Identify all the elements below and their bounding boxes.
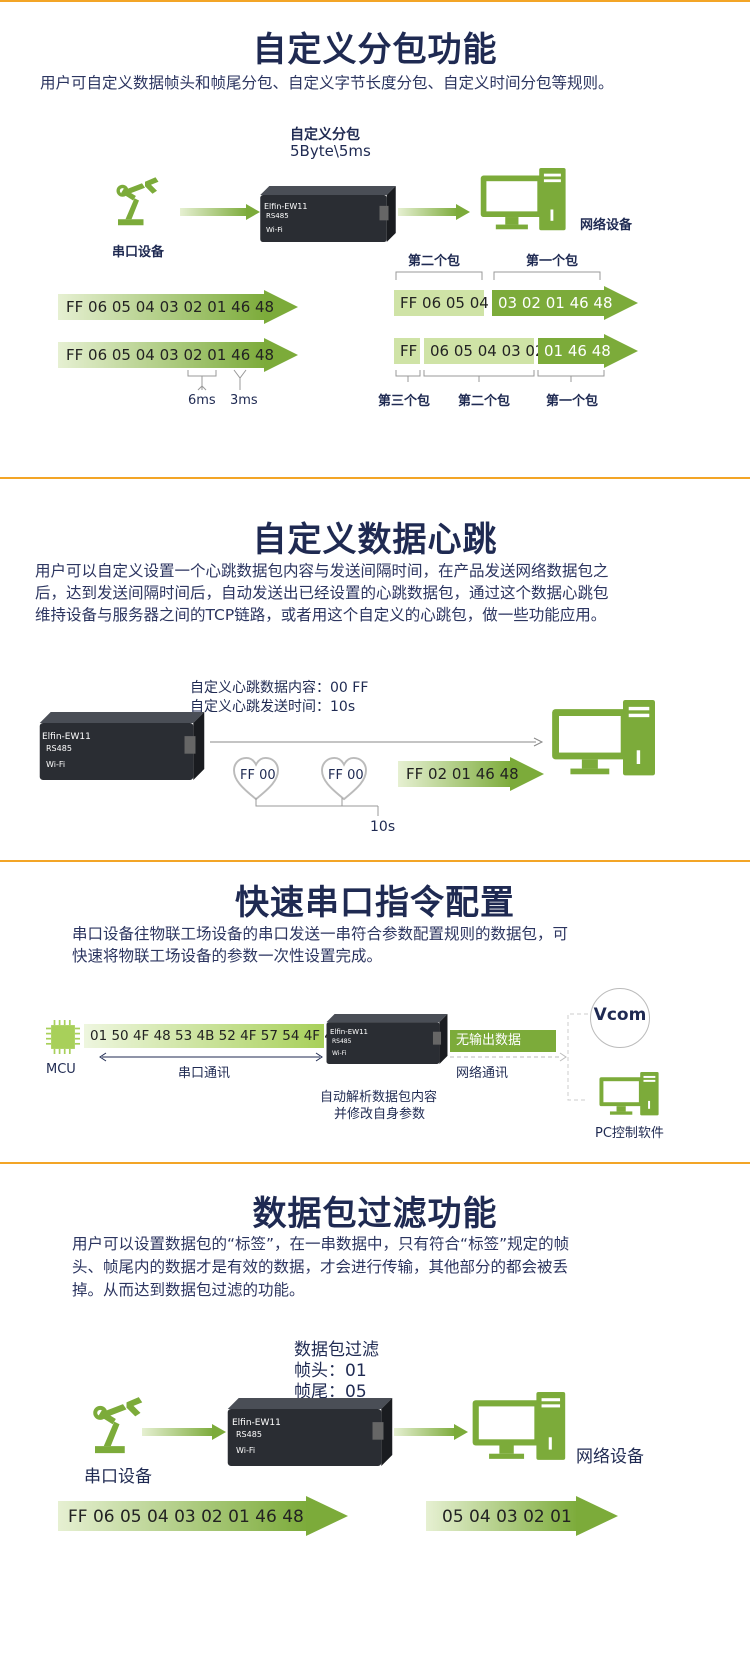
mcu-label: MCU bbox=[46, 1062, 76, 1077]
row1-packet2-label: 第二个包 bbox=[408, 254, 461, 269]
heart-2-text: FF 00 bbox=[328, 768, 364, 783]
device-wifi: Wi-Fi bbox=[332, 1050, 347, 1057]
device-model: Elfin-EW11 bbox=[330, 1028, 368, 1036]
server-computer-icon bbox=[552, 700, 655, 776]
section4-desc-3: 掉。从而达到数据包过滤的功能。 bbox=[72, 1281, 305, 1299]
auto-parse-label-2: 并修改自身参数 bbox=[334, 1107, 426, 1122]
arrow-to-network bbox=[398, 204, 470, 220]
vcom-circle: Vcom bbox=[590, 988, 650, 1048]
device-rs: RS485 bbox=[332, 1038, 352, 1045]
no-output-bar: 无输出数据 bbox=[450, 1030, 556, 1052]
filter-input-arrow bbox=[58, 1496, 348, 1536]
row2-arrow bbox=[538, 334, 638, 368]
row2-brackets bbox=[395, 370, 605, 382]
device-rs: RS485 bbox=[236, 1430, 262, 1439]
filter-input-text: FF 06 05 04 03 02 01 46 48 bbox=[68, 1507, 304, 1527]
section-divider-3 bbox=[0, 1162, 750, 1164]
row1-seg2: 03 02 01 46 48 bbox=[498, 294, 613, 312]
device-model: Elfin-EW11 bbox=[232, 1418, 281, 1428]
section2-title: 自定义数据心跳 bbox=[252, 520, 498, 560]
arrow-to-device-2 bbox=[142, 1424, 226, 1440]
stream-1-text: FF 06 05 04 03 02 01 46 48 bbox=[66, 298, 275, 316]
device-wifi: Wi-Fi bbox=[46, 760, 66, 769]
interval-bracket bbox=[255, 798, 379, 816]
section-divider-2 bbox=[0, 860, 750, 862]
serial-comm-label: 串口通讯 bbox=[178, 1066, 231, 1081]
section2-desc-3: 维持设备与服务器之间的TCP链路，或者用这个自定义的心跳包，做一些功能应用。 bbox=[35, 606, 607, 624]
device-box-2: Elfin-EW11 RS485 Wi-Fi bbox=[36, 712, 208, 780]
section1-title: 自定义分包功能 bbox=[252, 30, 498, 70]
row2-packet2-label: 第二个包 bbox=[458, 394, 511, 409]
section2-desc-1: 用户可以自定义设置一个心跳数据包内容与发送间隔时间，在产品发送网络数据包之 bbox=[35, 562, 609, 580]
device-box: Elfin-EW11 RS485 Wi-Fi bbox=[258, 186, 398, 242]
section3-desc-1: 串口设备往物联工场设备的串口发送一串符合参数配置规则的数据包，可 bbox=[72, 925, 569, 943]
device-model: Elfin-EW11 bbox=[264, 202, 308, 211]
computer-icon bbox=[480, 168, 566, 231]
link-line bbox=[210, 737, 544, 747]
filter-title: 数据包过滤 bbox=[294, 1340, 379, 1360]
branch-lines bbox=[567, 1013, 588, 1101]
split-label: 自定义分包 bbox=[290, 127, 360, 143]
device-wifi: Wi-Fi bbox=[266, 226, 283, 234]
section4-desc-1: 用户可以设置数据包的“标签”，在一串数据中，只有符合“标签”规定的帧 bbox=[72, 1235, 570, 1253]
top-divider bbox=[0, 0, 750, 2]
split-rule: 5Byte\5ms bbox=[290, 142, 371, 160]
section4-title: 数据包过滤功能 bbox=[252, 1194, 498, 1234]
vcom-label: Vcom bbox=[593, 1005, 647, 1025]
arrow-to-device bbox=[180, 204, 260, 220]
section4-desc-2: 头、帧尾内的数据才是有效的数据，才会进行传输，其他部分的都会被丢 bbox=[72, 1258, 569, 1276]
section-divider-1 bbox=[0, 477, 750, 479]
heart-1-text: FF 00 bbox=[240, 768, 276, 783]
filter-tail: 帧尾：05 bbox=[294, 1382, 367, 1402]
serial-device-label: 串口设备 bbox=[112, 245, 165, 260]
timing-3ms: 3ms bbox=[230, 393, 258, 408]
pc-software-icon bbox=[599, 1072, 659, 1116]
stream-2-text: FF 06 05 04 03 02 01 46 48 bbox=[66, 346, 275, 364]
robot-arm-icon bbox=[112, 172, 172, 232]
device-model: Elfin-EW11 bbox=[42, 732, 91, 742]
net-comm-arrow bbox=[450, 1052, 567, 1062]
stream-arrow-1 bbox=[58, 290, 298, 324]
timing-marks bbox=[187, 369, 247, 391]
pc-software-label: PC控制软件 bbox=[595, 1126, 664, 1141]
heartbeat-content: 自定义心跳数据内容：00 FF bbox=[190, 680, 369, 696]
section2-desc-2: 后，达到发送间隔时间后，自动发送出已经设置的心跳数据包，通过这个数据心跳包 bbox=[35, 584, 609, 602]
filter-output-text: 05 04 03 02 01 bbox=[442, 1507, 572, 1527]
row2-seg1: FF bbox=[394, 338, 420, 364]
mcu-chip-icon bbox=[46, 1020, 80, 1054]
device-box-3: Elfin-EW11 RS485 Wi-Fi bbox=[326, 1014, 448, 1064]
row1-seg1: FF 06 05 04 bbox=[394, 290, 489, 316]
stream-arrow-2 bbox=[58, 338, 298, 372]
row1-arrow bbox=[492, 286, 638, 320]
section3-title: 快速串口指令配置 bbox=[235, 883, 515, 923]
row2-seg3: 01 46 48 bbox=[544, 342, 611, 360]
network-device-label: 网络设备 bbox=[580, 218, 633, 233]
section1-desc: 用户可自定义数据帧头和帧尾分包、自定义字节长度分包、自定义时间分包等规则。 bbox=[40, 74, 614, 92]
row1-brackets bbox=[395, 271, 601, 280]
row1-packet1-label: 第一个包 bbox=[526, 254, 579, 269]
config-stream: 01 50 4F 48 53 4B 52 4F 57 54 4F 49 bbox=[84, 1024, 342, 1048]
auto-parse-label-1: 自动解析数据包内容 bbox=[320, 1090, 438, 1105]
net-comm-label: 网络通讯 bbox=[456, 1066, 509, 1081]
device-wifi: Wi-Fi bbox=[236, 1446, 256, 1455]
heartbeat-data-text: FF 02 01 46 48 bbox=[406, 765, 519, 783]
device-rs: RS485 bbox=[266, 212, 289, 220]
arrow-to-network-2 bbox=[394, 1424, 468, 1440]
row2-seg2: 06 05 04 03 02 bbox=[424, 338, 545, 364]
serial-comm-arrow bbox=[99, 1052, 323, 1062]
computer-icon-2 bbox=[472, 1392, 566, 1460]
row2-packet3-label: 第三个包 bbox=[378, 394, 431, 409]
filter-output-arrow bbox=[426, 1496, 618, 1536]
section3-desc-2: 快速将物联工场设备的参数一次性设置完成。 bbox=[72, 947, 383, 965]
heartbeat-time: 自定义心跳发送时间：10s bbox=[190, 699, 356, 715]
device-rs: RS485 bbox=[46, 744, 72, 753]
device-box-4: Elfin-EW11 RS485 Wi-Fi bbox=[226, 1398, 394, 1466]
timing-6ms: 6ms bbox=[188, 393, 216, 408]
network-device-label-2: 网络设备 bbox=[576, 1447, 644, 1467]
heartbeat-data-arrow bbox=[398, 757, 544, 791]
filter-head: 帧头：01 bbox=[294, 1361, 367, 1381]
row2-packet1-label: 第一个包 bbox=[546, 394, 599, 409]
serial-device-label-2: 串口设备 bbox=[84, 1467, 152, 1487]
interval-label: 10s bbox=[370, 819, 396, 835]
